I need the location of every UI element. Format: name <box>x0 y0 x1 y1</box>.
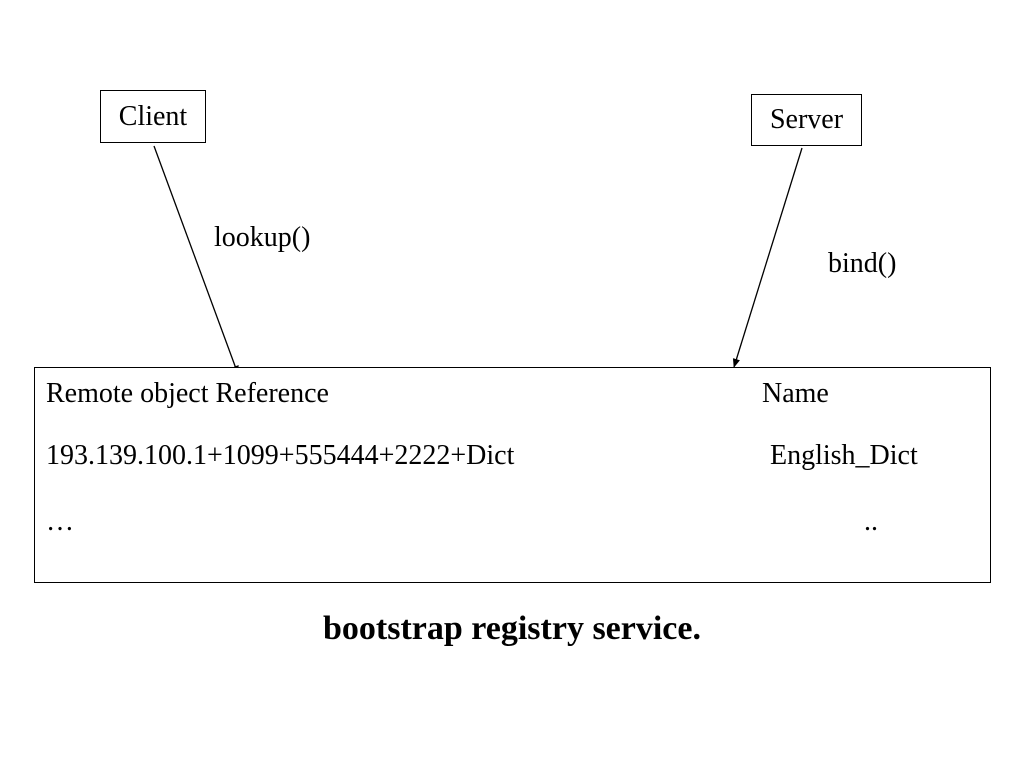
bind-label: bind() <box>828 248 897 279</box>
diagram-caption: bootstrap registry service. <box>323 610 701 647</box>
lookup-arrow <box>153 145 239 375</box>
table-cell-reference: 193.139.100.1+1099+555444+2222+Dict <box>46 440 515 471</box>
server-label: Server <box>769 104 844 135</box>
table-cell-name: English_Dict <box>770 440 918 471</box>
lookup-label: lookup() <box>214 222 311 253</box>
column-header-name: Name <box>762 378 829 409</box>
column-header-reference: Remote object Reference <box>46 378 329 409</box>
client-box: Client <box>100 90 206 143</box>
server-box: Server <box>751 94 862 146</box>
client-label: Client <box>118 100 188 132</box>
table-cell-reference: … <box>46 506 74 537</box>
registry-table: Remote object Reference Name 193.139.100… <box>34 367 991 583</box>
bind-arrow <box>732 147 803 368</box>
table-cell-name: .. <box>864 506 878 537</box>
